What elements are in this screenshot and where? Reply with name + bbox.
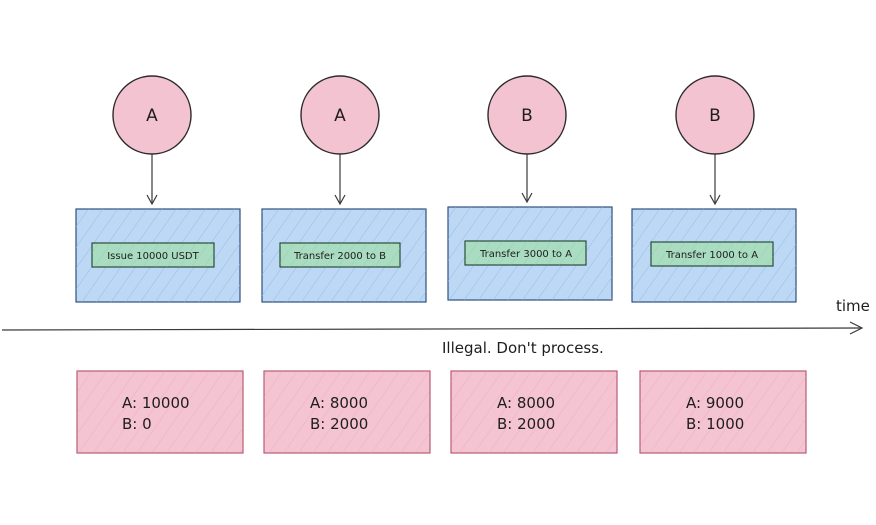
balance-a: A: 9000	[686, 394, 744, 412]
node-1: A Issue 10000 USDT A: 10000 B: 0	[75, 75, 244, 454]
balance-a: A: 10000	[122, 394, 190, 412]
arrow-head	[146, 194, 158, 206]
node-4: B Transfer 1000 to A A: 9000 B: 1000	[631, 75, 807, 454]
balance-hatch	[640, 371, 806, 453]
balance-hatch	[264, 371, 430, 453]
transaction-hatch	[465, 241, 586, 265]
balance-a: A: 8000	[310, 394, 368, 412]
node-2: A Transfer 2000 to B A: 8000 B: 2000	[261, 75, 431, 454]
transaction-hatch	[92, 243, 214, 267]
timeline-axis	[1, 327, 862, 331]
time-label: time	[836, 297, 870, 315]
transaction-label: Transfer 2000 to B	[293, 251, 386, 262]
balance-b: B: 1000	[686, 415, 744, 433]
transaction-hatch	[280, 243, 400, 267]
transaction-label: Transfer 1000 to A	[665, 250, 758, 261]
transaction-label: Transfer 3000 to A	[479, 249, 572, 260]
balance-b: B: 0	[122, 415, 152, 433]
illegal-note: Illegal. Don't process.	[442, 339, 604, 357]
balance-b: B: 2000	[310, 415, 368, 433]
actor-label: B	[709, 106, 721, 126]
balance-a: A: 8000	[497, 394, 555, 412]
timeline: time Illegal. Don't process.	[1, 297, 870, 357]
arrow-head	[709, 194, 721, 206]
transaction-label: Issue 10000 USDT	[107, 251, 199, 262]
actor-label: B	[521, 106, 533, 126]
transaction-hatch	[651, 242, 773, 266]
node-3: B Transfer 3000 to A A: 8000 B: 2000	[447, 75, 618, 454]
balance-b: B: 2000	[497, 415, 555, 433]
actor-label: A	[334, 106, 346, 126]
balance-hatch	[451, 371, 617, 453]
balance-hatch	[77, 371, 243, 453]
arrow-head	[334, 194, 346, 206]
timeline-arrowhead	[849, 321, 864, 335]
arrow-head	[521, 192, 533, 204]
actor-label: A	[146, 106, 158, 126]
